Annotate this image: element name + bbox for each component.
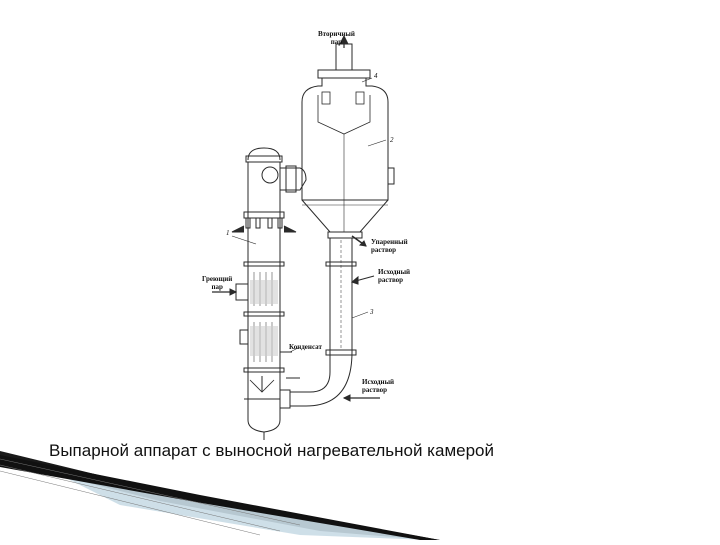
number-2: 2: [390, 136, 394, 144]
label-condensate: Конденсат: [289, 343, 322, 351]
feed-inlet-lower: [342, 394, 380, 402]
diagram-caption: Выпарной аппарат с выносной нагревательн…: [49, 441, 494, 460]
decorative-swoosh: [0, 451, 440, 540]
label-concentrated-solution: Упаренный раствор: [371, 238, 408, 254]
number-4: 4: [374, 72, 378, 80]
separator-vessel: [301, 34, 395, 247]
label-feed-solution-upper: Исходный раствор: [378, 268, 411, 284]
label-heating-steam: Греющий пар: [202, 275, 233, 291]
label-feed-solution-lower: Исходный раствор: [362, 378, 395, 394]
label-secondary-vapor: Вторичный пар: [318, 30, 355, 46]
circulation-pipe: [244, 238, 375, 409]
number-1: 1: [226, 229, 230, 237]
heating-chamber: [212, 147, 307, 440]
number-3: 3: [370, 308, 374, 316]
